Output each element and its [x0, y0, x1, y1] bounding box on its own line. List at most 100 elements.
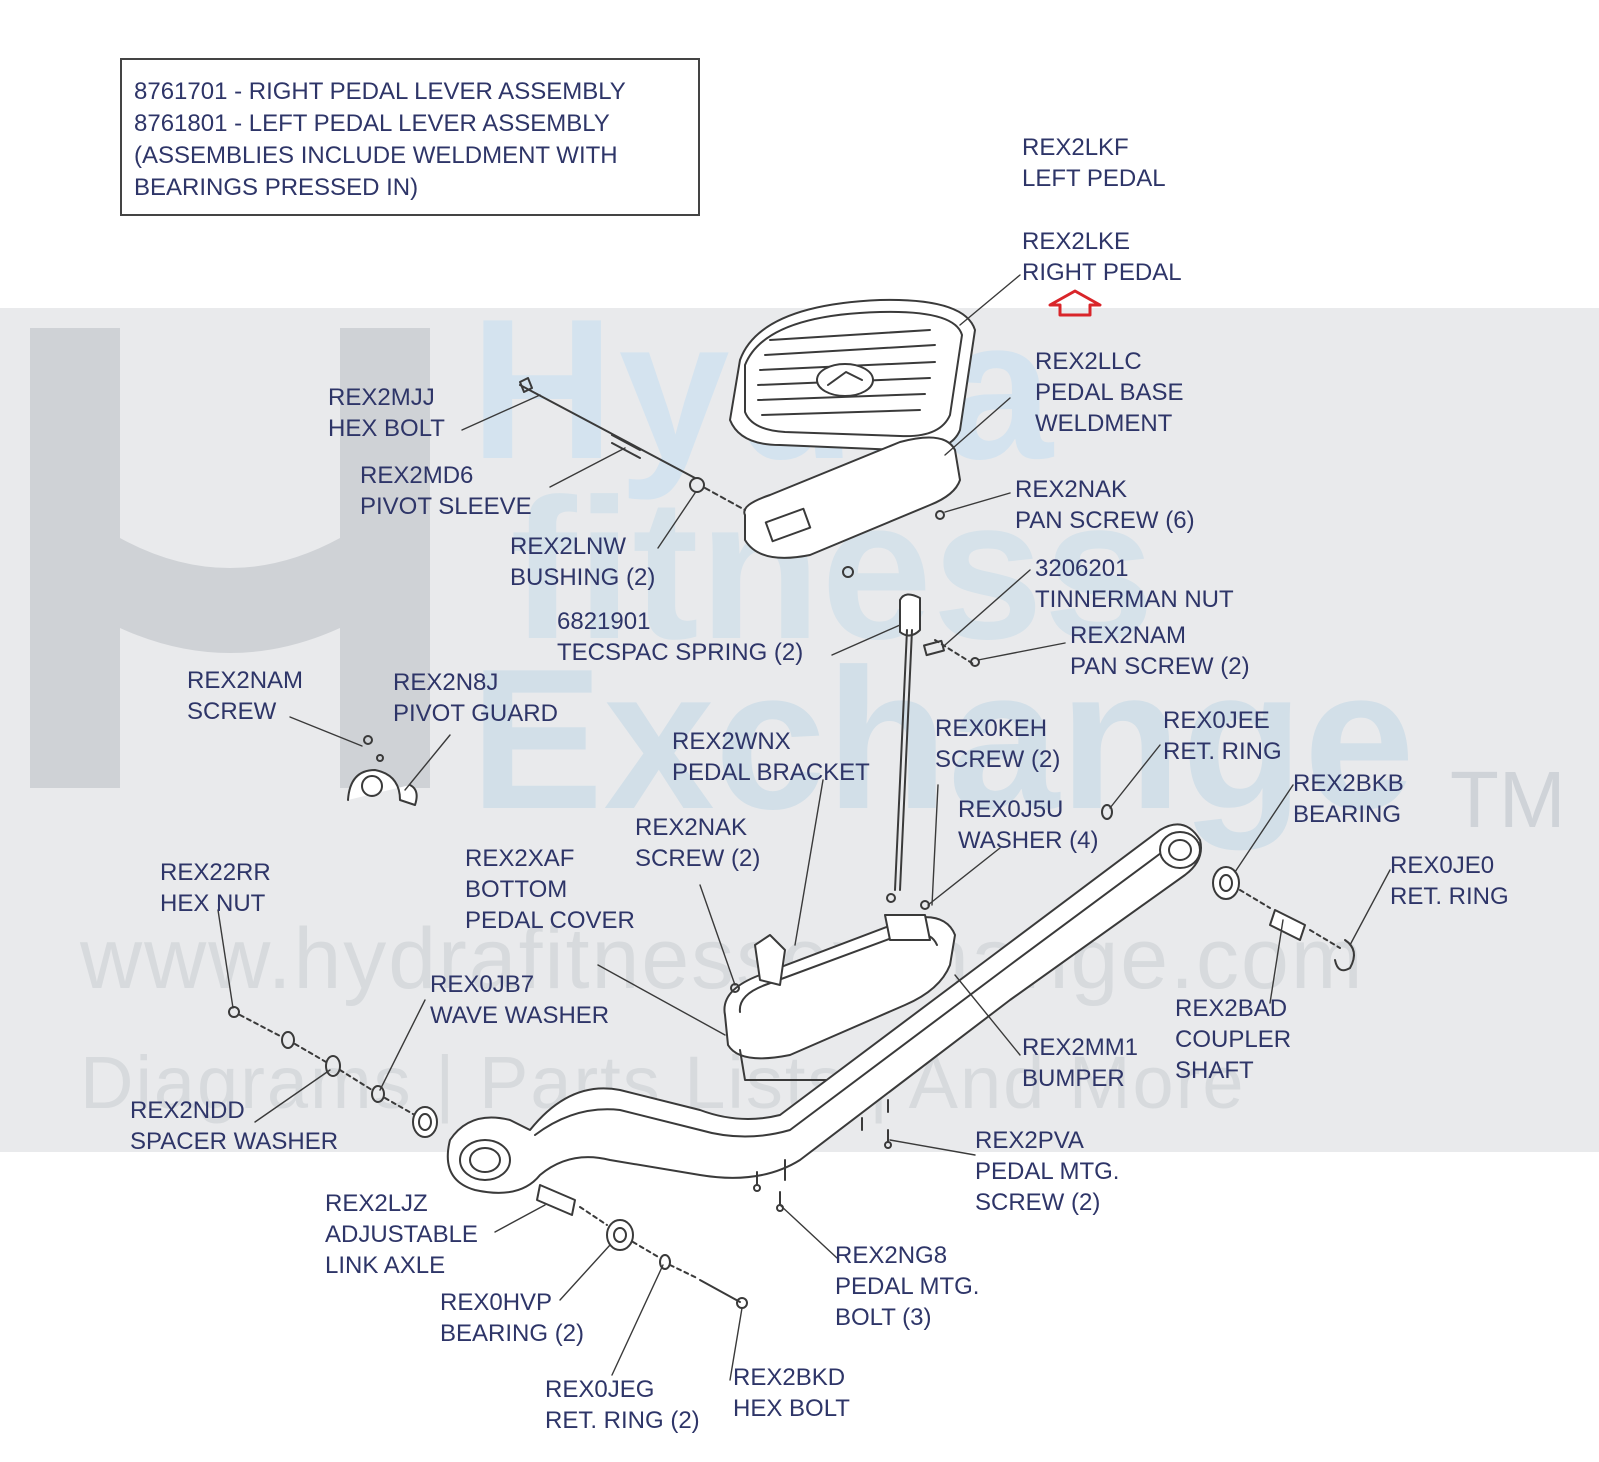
pivot-sleeve-part — [611, 434, 641, 459]
tinnerman-nut-part — [923, 639, 945, 657]
part-description: RIGHT PEDAL — [1022, 259, 1182, 286]
callout-bottom-pedal-cover: REX2XAF BOTTOM PEDAL COVER — [465, 843, 635, 936]
part-number: REX0JEG — [545, 1376, 655, 1403]
part-number: REX2NAM — [187, 667, 304, 694]
part-description: PEDAL BASE — [1035, 379, 1184, 406]
callout-bearing-right: REX2BKB BEARING — [1293, 768, 1404, 830]
part-description: HEX BOLT — [328, 415, 445, 442]
part-description: HEX BOLT — [733, 1395, 850, 1422]
left-bearing-part — [412, 1106, 438, 1138]
callout-screw: REX2NAM SCREW — [187, 665, 303, 727]
callout-pan-screw-6: REX2NAK PAN SCREW (6) — [1015, 474, 1195, 536]
part-number: REX2BKD — [733, 1364, 846, 1391]
part-number: REX0KEH — [935, 715, 1048, 742]
part-description: PAN SCREW (6) — [1015, 507, 1195, 534]
right-bearing-part — [1212, 866, 1240, 900]
part-description: BUSHING (2) — [510, 564, 656, 591]
part-description: PEDAL MTG. — [835, 1273, 980, 1300]
part-description: RET. RING — [1163, 738, 1282, 765]
part-description-2: SCREW (2) — [975, 1189, 1101, 1216]
callout-pivot-guard: REX2N8J PIVOT GUARD — [393, 667, 558, 729]
part-description: PEDAL MTG. — [975, 1158, 1120, 1185]
pedal-lever-weldment-part — [446, 823, 1202, 1194]
highlight-arrow-icon — [1048, 289, 1102, 317]
tecspac-spring-part — [899, 593, 921, 637]
part-description: BEARING (2) — [440, 1320, 585, 1347]
part-description: SPACER WASHER — [130, 1128, 339, 1155]
part-number: REX2MJJ — [328, 384, 435, 411]
part-number: REX2NG8 — [835, 1242, 948, 1269]
part-number: REX2WNX — [672, 728, 791, 755]
leader-lines — [217, 274, 1391, 1381]
part-description: BOTTOM — [465, 876, 568, 903]
part-description-2: BOLT (3) — [835, 1304, 932, 1331]
part-number: REX2LKE — [1022, 228, 1131, 255]
assembly-note-line: 8761701 - RIGHT PEDAL LEVER ASSEMBLY — [134, 78, 626, 105]
watermark-brand-line3: Exchange — [470, 628, 1415, 851]
part-number: REX2N8J — [393, 669, 499, 696]
part-description: BEARING — [1293, 801, 1402, 828]
part-description-2: SHAFT — [1175, 1057, 1254, 1084]
callout-right-pedal: REX2LKE RIGHT PEDAL — [1022, 226, 1182, 288]
assembly-note-line: BEARINGS PRESSED IN) — [134, 174, 419, 201]
lower-hex-bolt-part — [699, 1279, 741, 1303]
callout-adjustable-link-axle: REX2LJZ ADJUSTABLE LINK AXLE — [325, 1188, 478, 1281]
callout-hex-bolt-lower: REX2BKD HEX BOLT — [733, 1362, 850, 1424]
part-number: REX2NAK — [1015, 476, 1128, 503]
part-number: REX2LNW — [510, 533, 627, 560]
pedal-base-weldment-part — [743, 436, 961, 578]
callout-left-pedal: REX2LKF LEFT PEDAL — [1022, 132, 1166, 194]
part-description: ADJUSTABLE — [325, 1221, 478, 1248]
part-number: REX0J5U — [958, 796, 1064, 823]
callout-hex-nut: REX22RR HEX NUT — [160, 857, 271, 919]
callout-ret-ring-lower: REX0JEG RET. RING (2) — [545, 1374, 700, 1436]
part-number: REX22RR — [160, 859, 271, 886]
callout-screw-2-top: REX0KEH SCREW (2) — [935, 713, 1060, 775]
callout-ret-ring-upper: REX0JEE RET. RING — [1163, 705, 1282, 767]
part-number: REX2LKF — [1022, 134, 1129, 161]
part-description: SCREW (2) — [935, 746, 1061, 773]
part-description: TINNERMAN NUT — [1035, 586, 1234, 613]
assembly-note-box: 8761701 - RIGHT PEDAL LEVER ASSEMBLY 876… — [120, 58, 700, 216]
coupler-shaft-part — [1269, 909, 1306, 941]
part-number: REX2LJZ — [325, 1190, 428, 1217]
callout-hex-bolt: REX2MJJ HEX BOLT — [328, 382, 445, 444]
part-description: PAN SCREW (2) — [1070, 653, 1250, 680]
part-number: REX0HVP — [440, 1289, 553, 1316]
part-number: REX2BAD — [1175, 995, 1288, 1022]
lower-bearing-part — [606, 1219, 634, 1251]
part-description: PIVOT GUARD — [393, 700, 558, 727]
watermark-url: www.hydrafitnessexchange.com — [80, 911, 1365, 1007]
part-description: WASHER (4) — [958, 827, 1099, 854]
hex-nut-part — [228, 1006, 240, 1018]
assembly-note-line: (ASSEMBLIES INCLUDE WELDMENT WITH — [134, 142, 618, 169]
part-description: RET. RING — [1390, 883, 1509, 910]
part-number: REX2XAF — [465, 845, 575, 872]
part-description: WAVE WASHER — [430, 1002, 610, 1029]
part-description: PEDAL BRACKET — [672, 759, 870, 786]
part-description: LEFT PEDAL — [1022, 165, 1166, 192]
part-number: REX2MD6 — [360, 462, 474, 489]
bushing-part — [689, 477, 705, 493]
pedal-part — [729, 298, 976, 452]
part-description: TECSPAC SPRING (2) — [557, 639, 804, 666]
part-description: SCREW — [187, 698, 277, 725]
wave-washer-part — [281, 1031, 295, 1049]
part-number: REX2BKB — [1293, 770, 1404, 797]
part-number: REX2NAM — [1070, 622, 1187, 649]
watermark-logo-icon — [30, 328, 430, 788]
part-description: RET. RING (2) — [545, 1407, 700, 1434]
part-description: COUPLER — [1175, 1026, 1292, 1053]
part-description-2: PEDAL COVER — [465, 907, 635, 934]
part-description: HEX NUT — [160, 890, 266, 917]
part-description-2: LINK AXLE — [325, 1252, 446, 1279]
part-number: REX0JEE — [1163, 707, 1270, 734]
hex-bolt-part — [519, 384, 696, 479]
